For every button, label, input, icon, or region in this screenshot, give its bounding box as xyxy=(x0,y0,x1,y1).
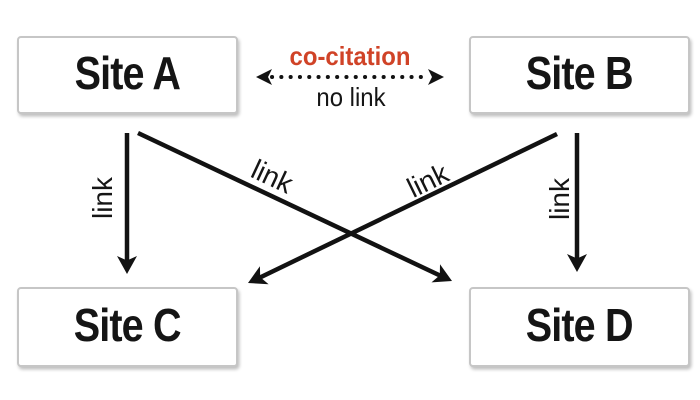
cocitation-edge-sublabel: no link xyxy=(316,82,386,112)
node-site-b-label: Site B xyxy=(526,47,634,99)
arrowhead-right-icon xyxy=(428,69,444,85)
arrow-a-to-c xyxy=(117,133,137,274)
arrow-b-to-c xyxy=(248,131,558,285)
arrowhead-left-icon xyxy=(256,69,272,85)
arrowhead-down-right-icon xyxy=(431,264,452,283)
cocitation-edge-label: co-citation xyxy=(289,41,411,71)
arrow-b-to-d xyxy=(567,133,587,272)
node-site-a: Site A xyxy=(17,36,238,114)
node-site-b: Site B xyxy=(469,36,690,114)
cocitation-dotted-arrow xyxy=(256,69,444,85)
arrowhead-down-icon xyxy=(567,254,587,272)
arrow-a-to-d xyxy=(137,130,452,283)
arrowhead-down-left-icon xyxy=(248,266,269,285)
node-site-a-label: Site A xyxy=(74,47,181,99)
node-site-c: Site C xyxy=(17,287,238,367)
node-site-d: Site D xyxy=(469,287,690,367)
edge-label-b-to-d: link xyxy=(544,177,575,221)
node-site-d-label: Site D xyxy=(526,299,634,351)
arrowhead-down-icon xyxy=(117,256,137,274)
edge-label-a-to-c: link xyxy=(87,176,118,220)
node-site-c-label: Site C xyxy=(74,299,182,351)
